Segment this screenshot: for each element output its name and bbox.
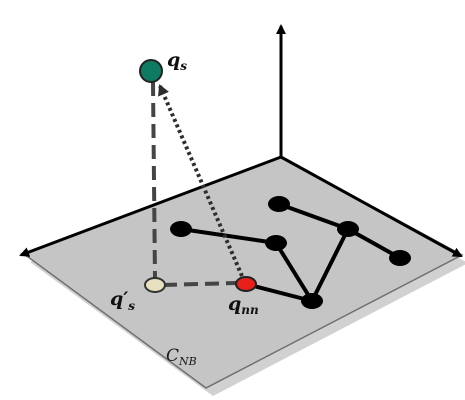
roadmap-node [265, 235, 287, 251]
roadmap-node [301, 293, 323, 309]
roadmap-node [268, 196, 290, 212]
projected-sample-node [144, 277, 166, 293]
label-q-nn: qnn [228, 293, 259, 317]
roadmap-node [170, 221, 192, 237]
axis-left [19, 155, 282, 257]
projection-dashed-vertical [151, 81, 157, 281]
label-q-s-prime: q′s [110, 288, 135, 313]
label-q-s: qs [167, 49, 187, 73]
roadmap-node [337, 221, 359, 237]
configuration-plane [22, 156, 464, 389]
axis-right [280, 155, 463, 258]
roadmap-edge [274, 241, 314, 303]
projection-dashed-horizontal [162, 281, 237, 287]
roadmap-edge [278, 202, 349, 231]
roadmap-nodes [170, 196, 411, 309]
connection-dotted-arrow [158, 84, 244, 277]
roadmap-edge [180, 227, 277, 245]
roadmap-node [389, 250, 411, 266]
label-plane-c-nb: CNB [166, 346, 197, 368]
roadmap-edge [245, 282, 313, 303]
nearest-neighbor-node [235, 276, 257, 292]
sample-node [139, 59, 163, 83]
roadmap-edge [310, 228, 350, 302]
